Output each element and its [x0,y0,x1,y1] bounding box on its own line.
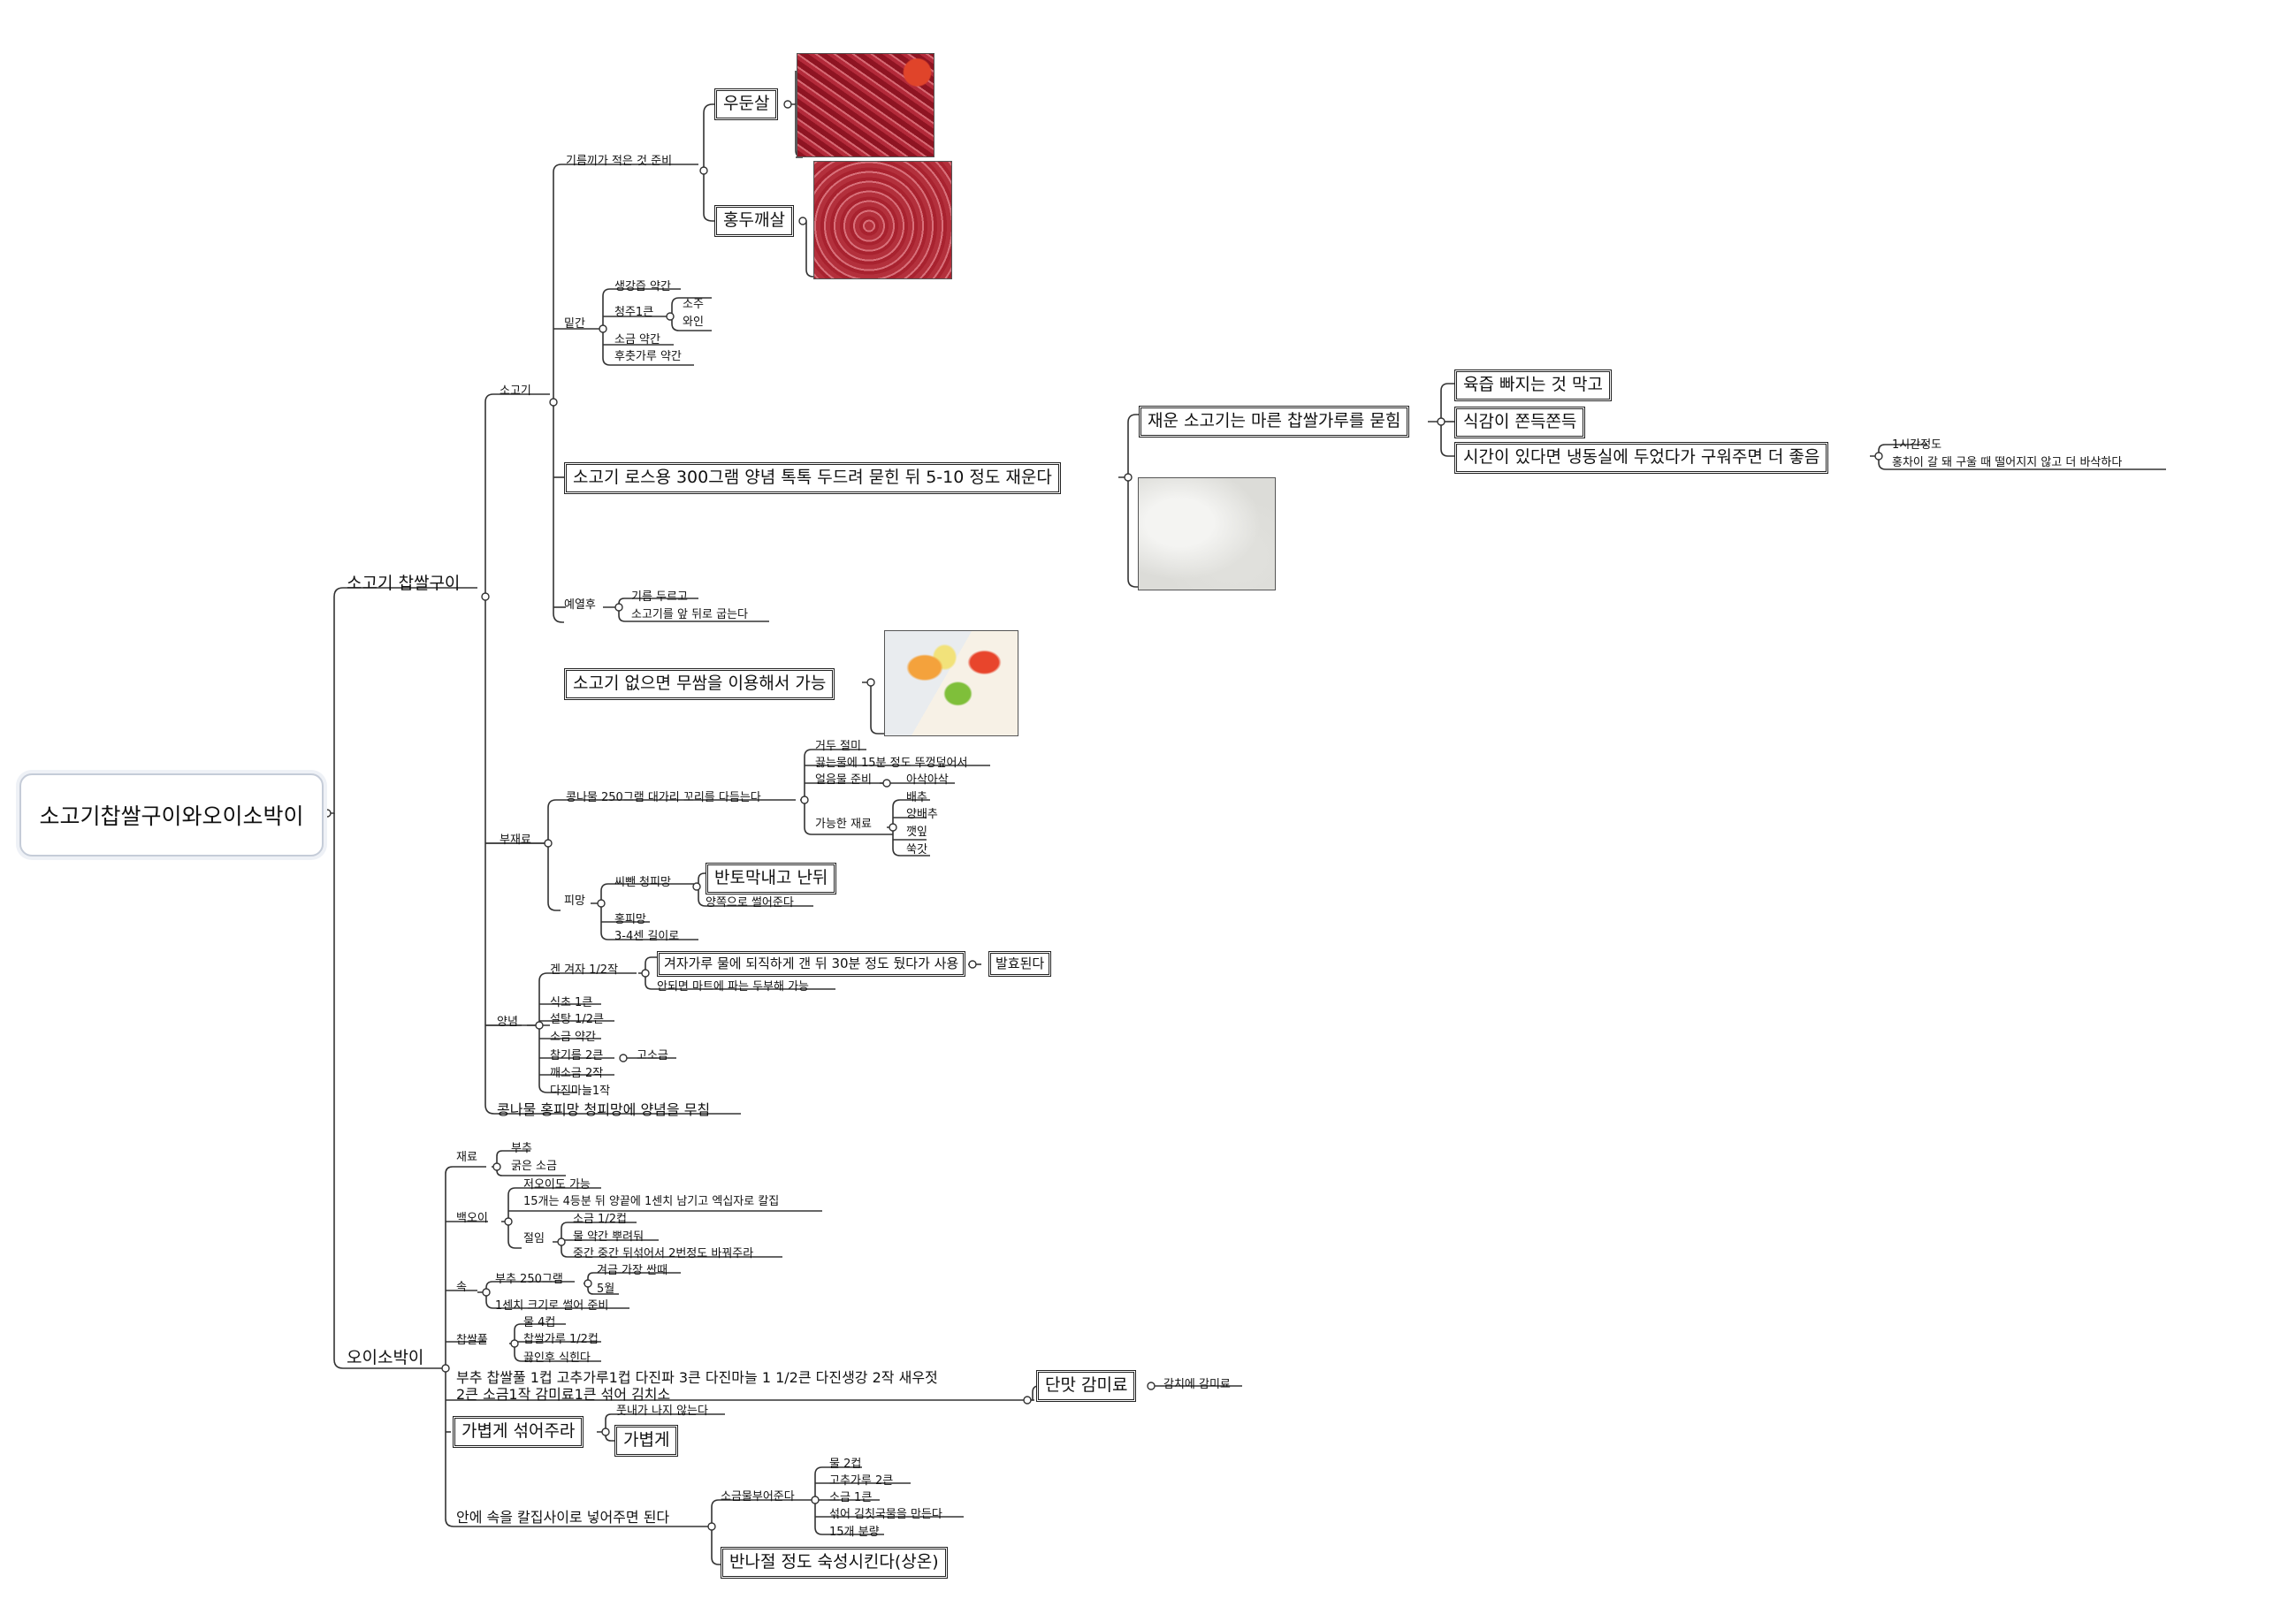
topic-ms1[interactable]: 겨자가루 물에 되직하게 갠 뒤 30분 정도 뒀다가 사용 [657,951,966,977]
topic-m3[interactable]: 소금 약간 [614,333,660,346]
topic-sa3[interactable]: 중간 중간 뒤섞어서 2번정도 바꿔주라 [573,1247,754,1260]
topic-preheat[interactable]: 예열후 [564,598,596,612]
topic-paste[interactable]: 찹쌀풀 [456,1334,488,1347]
topic-cucumber[interactable]: 백오이 [456,1212,488,1225]
topic-pa1[interactable]: 물 4컵 [523,1316,556,1329]
topic-i2[interactable]: 굵은 소금 [511,1160,557,1173]
topic-sa1[interactable]: 소금 1/2컵 [573,1213,627,1226]
topic-recipe-line-2[interactable]: 2큰 소금1작 감미료1큰 섞어 김치소 [456,1386,671,1403]
topic-c1[interactable]: 육즙 빠지는 것 막고 [1454,369,1612,401]
topic-mustard[interactable]: 겐 겨자 1/2작 [550,963,619,977]
topic-st1a[interactable]: 물 2컵 [829,1458,862,1471]
beef-image-2 [813,161,952,279]
topic-st1b[interactable]: 고추가루 2큰 [829,1474,894,1488]
topic-cut-hongdukkae[interactable]: 홍두깨살 [714,205,794,237]
topic-p2[interactable]: 소고기를 앞 뒤로 굽는다 [631,608,748,621]
topic-m4[interactable]: 후춧가루 약간 [614,350,682,363]
topic-pp1a[interactable]: 반토막내고 난뒤 [706,863,837,895]
topic-ms1a[interactable]: 발효된다 [988,951,1052,977]
radish-wrap-image [884,630,1018,736]
topic-v1[interactable]: 식초 1큰 [550,996,593,1009]
topic-s2[interactable]: 끓는물에 15분 정도 뚜껑덮어서 [815,757,968,770]
topic-s4d[interactable]: 쑥갓 [906,843,927,856]
topic-sweetener-note[interactable]: 감치에 감미료 [1163,1378,1231,1391]
topic-s4b[interactable]: 양배추 [906,808,938,821]
topic-pp2[interactable]: 홍피망 [614,913,646,926]
topic-v3[interactable]: 소금 약간 [550,1031,596,1044]
topic-i1[interactable]: 부추 [511,1142,532,1155]
topic-c3[interactable]: 시간이 있다면 냉동실에 두었다가 구워주면 더 좋음 [1454,442,1829,474]
topic-ingredients[interactable]: 재료 [456,1151,477,1164]
topic-stuff[interactable]: 안에 속을 칼집사이로 넣어주면 된다 [456,1509,670,1526]
topic-gentle-note[interactable]: 풋내가 나지 않는다 [616,1405,708,1418]
topic-coat[interactable]: 재운 소고기는 마른 찹쌀가루를 묻힘 [1139,406,1410,438]
topic-m2a[interactable]: 소주 [683,298,704,311]
topic-v4a[interactable]: 고소금 [637,1049,668,1062]
topic-brine[interactable]: 소금물부어준다 [721,1490,795,1504]
topic-st1d[interactable]: 섞어 김칫국물을 만든다 [829,1508,942,1521]
topic-s3[interactable]: 얼음물 준비 [815,773,872,787]
beef-image [797,53,934,157]
topic-s3a[interactable]: 아삭아삭 [906,773,949,787]
topic-pp3[interactable]: 3-4센 길이로 [614,930,680,943]
topic-s4c[interactable]: 깻잎 [906,826,927,839]
topic-salting[interactable]: 절임 [523,1232,545,1245]
topic-gentle-b[interactable]: 가볍게 [614,1425,679,1457]
topic-filling[interactable]: 속 [456,1281,467,1294]
topic-p1[interactable]: 기름 두르고 [631,590,688,604]
topic-sweetener[interactable]: 단맛 감미료 [1036,1370,1137,1402]
topic-beef-prep[interactable]: 기름끼가 적은 것 준비 [566,155,673,168]
topic-cu2[interactable]: 15개는 4등분 뒤 양끝에 1센치 남기고 엑십자로 칼집 [523,1195,780,1208]
topic-beef-grill[interactable]: 소고기 찹쌀구이 [347,574,461,593]
topic-beef[interactable]: 소고기 [500,384,531,398]
topic-m2[interactable]: 청주1큰 [614,306,654,319]
topic-v4[interactable]: 참기름 2큰 [550,1049,604,1062]
topic-marinade[interactable]: 밑간 [564,317,585,331]
topic-cut-udun[interactable]: 우둔살 [714,88,779,120]
topic-v5[interactable]: 깨소금 2작 [550,1067,604,1080]
topic-m1[interactable]: 생강즙 약간 [614,280,671,293]
topic-c2[interactable]: 식감이 쫀득쫀득 [1454,407,1586,438]
topic-c3b[interactable]: 홍차이 갈 돼 구울 때 떨어지지 않고 더 바삭하다 [1892,456,2123,469]
topic-s1[interactable]: 거두 절미 [815,740,861,753]
topic-pp1b[interactable]: 양쪽으로 썰어준다 [706,896,794,910]
root-topic[interactable]: 소고기찹쌀구이와오이소박이 [19,773,324,856]
topic-v6[interactable]: 다진마늘1작 [550,1085,611,1098]
topic-ferment[interactable]: 반나절 정도 숙성시킨다(상온) [721,1547,948,1579]
topic-pa2[interactable]: 찹쌀가루 1/2컵 [523,1333,599,1346]
topic-st1c[interactable]: 소금 1큰 [829,1491,873,1504]
topic-cu1[interactable]: 저오이도 가능 [523,1178,591,1191]
topic-f1b[interactable]: 5월 [597,1283,615,1296]
topic-st1e[interactable]: 15개 분량 [829,1526,880,1539]
topic-f1[interactable]: 부추 250그램 [495,1273,563,1286]
topic-cucumber-kimchi[interactable]: 오이소박이 [347,1348,424,1367]
topic-sides[interactable]: 부재료 [500,834,531,847]
topic-f1a[interactable]: 겨금 가장 싼때 [597,1264,668,1277]
flour-image [1138,477,1276,590]
topic-mix-gently[interactable]: 가볍게 섞어주라 [453,1416,584,1448]
topic-sa2[interactable]: 물 약간 뿌려둬 [573,1230,645,1244]
topic-ms2[interactable]: 안되면 마트에 파는 두부해 가능 [657,980,810,994]
topic-radish-alt[interactable]: 소고기 없으면 무쌈을 이용해서 가능 [564,668,835,700]
topic-s4a[interactable]: 배추 [906,791,927,804]
topic-m2b[interactable]: 와인 [683,316,704,329]
topic-c3a[interactable]: 1시간정도 [1892,438,1942,452]
topic-mix[interactable]: 콩나물 홍피망 청피망에 양념을 무침 [497,1101,711,1118]
topic-recipe-line-1[interactable]: 부추 찹쌀풀 1컵 고추가루1컵 다진파 3큰 다진마늘 1 1/2큰 다진생강… [456,1369,938,1386]
topic-marinate-step[interactable]: 소고기 로스용 300그램 양념 톡톡 두드려 묻힌 뒤 5-10 정도 재운다 [564,462,1061,494]
topic-f2[interactable]: 1센치 크기로 썰어 준비 [495,1299,609,1313]
topic-sauce[interactable]: 양념 [497,1016,518,1029]
topic-s4[interactable]: 가능한 재료 [815,818,872,831]
topic-pa3[interactable]: 끓인후 식힌다 [523,1351,591,1365]
topic-v2[interactable]: 설탕 1/2큰 [550,1013,604,1026]
topic-sprout[interactable]: 콩나물 250그램 대가리 꼬리를 다듬는다 [566,791,761,804]
topic-pepper[interactable]: 피망 [564,895,585,908]
topic-pp1[interactable]: 씨뺀 청피망 [614,876,671,889]
